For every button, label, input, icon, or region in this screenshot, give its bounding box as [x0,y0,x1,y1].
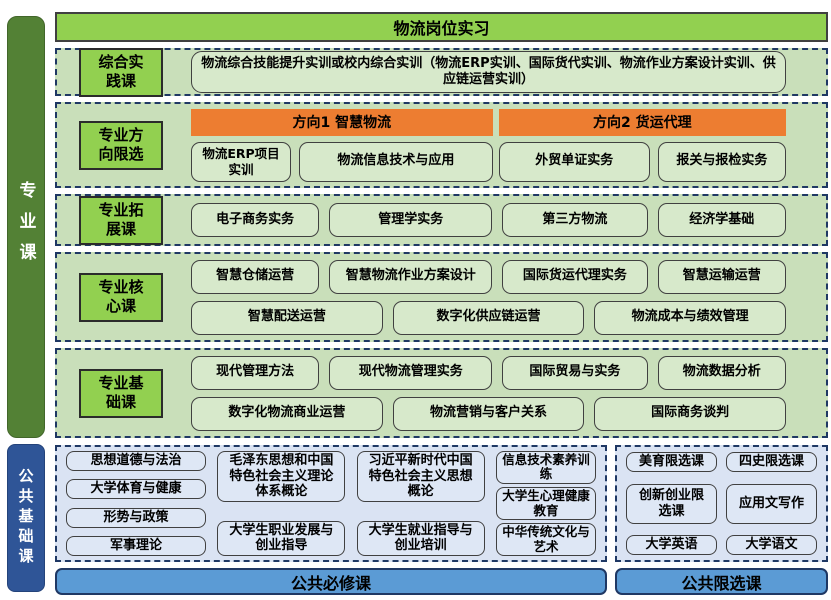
diagram-main-column: 物流岗位实习 综合实 践课 物流综合技能提升实训或校内综合实训（物流ERP实训、… [55,12,828,595]
foundation-content: 现代管理方法 现代物流管理实务 国际贸易与实务 物流数据分析 数字化物流商业运营… [191,355,787,431]
core-content: 智慧仓储运营 智慧物流作业方案设计 国际货运代理实务 智慧运输运营 智慧配送运营… [191,259,787,335]
course-box: 军事理论 [66,536,206,556]
course-box: 中华传统文化与艺术 [495,523,596,556]
sidebar-professional-courses: 专业课 [7,16,45,438]
course-box: 经济学基础 [657,203,786,237]
section-expansion: 专业拓 展课 电子商务实务 管理学实务 第三方物流 经济学基础 [55,194,828,246]
course-box: 美育限选课 [626,452,717,472]
foundation-row-2: 数字化物流商业运营 物流营销与客户关系 国际商务谈判 [191,396,787,431]
section-core: 专业核 心课 智慧仓储运营 智慧物流作业方案设计 国际货运代理实务 智慧运输运营… [55,252,828,342]
course-box: 第三方物流 [502,203,648,237]
label-line: 专业基 [98,373,144,392]
direction1-header: 方向1 智慧物流 [191,108,493,136]
course-box: 物流信息技术与应用 [299,141,493,182]
public-required-col3: 习近平新时代中国特色社会主义思想概论 大学生就业指导与创业培训 [356,451,485,556]
course-box: 数字化供应链运营 [392,300,585,335]
foundation-rows: 现代管理方法 现代物流管理实务 国际贸易与实务 物流数据分析 数字化物流商业运营… [191,355,787,431]
label-line: 专业拓 [98,200,144,219]
expansion-courses: 电子商务实务 管理学实务 第三方物流 经济学基础 [191,203,786,237]
label-line: 向限选 [98,145,144,163]
course-box: 四史限选课 [726,452,817,472]
core-row-1: 智慧仓储运营 智慧物流作业方案设计 国际货运代理实务 智慧运输运营 [191,259,786,294]
label-line: 专业核 [98,277,144,296]
course-box: 大学语文 [726,535,817,555]
public-required-bar: 公共必修课 [55,568,607,595]
direction-group-freight-agency: 方向2 货运代理 外贸单证实务 报关与报检实务 [498,108,786,182]
course-box: 信息技术素养训练 [495,451,596,484]
course-box: 物流ERP项目实训 [191,141,291,182]
label-line: 础课 [105,393,136,411]
section-comprehensive-practice: 综合实 践课 物流综合技能提升实训或校内综合实训（物流ERP实训、国际货代实训、… [55,47,828,97]
section-label-expansion: 专业拓 展课 [79,195,163,245]
direction2-courses: 外贸单证实务 报关与报检实务 [498,141,786,182]
public-required-col1: 思想道德与法治 大学体育与健康 形势与政策 军事理论 [66,451,206,556]
label-line: 展课 [105,220,136,238]
core-rows: 智慧仓储运营 智慧物流作业方案设计 国际货运代理实务 智慧运输运营 智慧配送运营… [191,259,787,335]
section-label-direction-elective: 专业方 向限选 [79,120,163,170]
course-box: 应用文写作 [726,483,817,524]
course-box: 报关与报检实务 [657,141,786,182]
public-elective-panel: 美育限选课 四史限选课 创新创业限选课 应用文写作 大学英语 大学语文 [615,445,828,562]
section-direction-elective: 专业方 向限选 方向1 智慧物流 物流ERP项目实训 物流信息技术与应用 方向2… [55,102,828,188]
course-box: 国际商务谈判 [594,396,787,431]
sidebar-public-basic-courses: 公共基础课 [7,444,45,592]
course-box: 创新创业限选课 [626,483,717,524]
course-box: 智慧仓储运营 [191,259,320,294]
course-box: 智慧运输运营 [657,259,786,294]
section-foundation: 专业基 础课 现代管理方法 现代物流管理实务 国际贸易与实务 物流数据分析 数字… [55,348,828,438]
public-required-col2: 毛泽东思想和中国特色社会主义理论体系概论 大学生职业发展与创业指导 [217,451,346,556]
direction2-header: 方向2 货运代理 [498,108,786,136]
course-box: 国际贸易与实务 [502,355,648,390]
course-box: 习近平新时代中国特色社会主义思想概论 [356,451,485,502]
course-box: 物流数据分析 [657,355,786,390]
public-course-bars: 公共必修课 公共限选课 [55,568,828,595]
foundation-row-1: 现代管理方法 现代物流管理实务 国际贸易与实务 物流数据分析 [191,355,786,390]
public-required-col4: 信息技术素养训练 大学生心理健康教育 中华传统文化与艺术 [495,451,596,556]
direction-group-smart-logistics: 方向1 智慧物流 物流ERP项目实训 物流信息技术与应用 [191,108,493,182]
sidebar-professional-label: 专业课 [15,180,36,274]
direction1-courses: 物流ERP项目实训 物流信息技术与应用 [191,141,493,182]
course-box: 大学英语 [626,535,717,555]
course-box: 物流成本与绩效管理 [594,300,787,335]
label-line: 践课 [105,72,136,90]
course-box: 外贸单证实务 [498,141,650,182]
course-box: 管理学实务 [329,203,493,237]
course-box: 大学生就业指导与创业培训 [356,520,485,556]
sidebar-public-basic-label: 公共基础课 [16,468,35,568]
direction-content: 方向1 智慧物流 物流ERP项目实训 物流信息技术与应用 方向2 货运代理 外贸… [191,108,786,182]
course-box: 电子商务实务 [191,203,320,237]
label-line: 综合实 [98,52,144,71]
course-box: 物流综合技能提升实训或校内综合实训（物流ERP实训、国际货代实训、物流作业方案设… [191,51,786,93]
expansion-content: 电子商务实务 管理学实务 第三方物流 经济学基础 [191,203,786,237]
label-line: 专业方 [98,125,144,144]
public-required-panel: 思想道德与法治 大学体育与健康 形势与政策 军事理论 毛泽东思想和中国特色社会主… [55,445,607,562]
course-box: 大学生心理健康教育 [495,487,596,520]
course-box: 现代物流管理实务 [329,355,493,390]
course-box: 智慧配送运营 [191,300,383,335]
course-box: 思想道德与法治 [66,451,206,471]
course-box: 国际货运代理实务 [502,259,648,294]
direction-row: 方向1 智慧物流 物流ERP项目实训 物流信息技术与应用 方向2 货运代理 外贸… [191,108,786,182]
course-box: 现代管理方法 [191,355,320,390]
course-box: 毛泽东思想和中国特色社会主义理论体系概论 [217,451,346,502]
practice-content: 物流综合技能提升实训或校内综合实训（物流ERP实训、国际货代实训、物流作业方案设… [191,51,786,93]
section-label-foundation: 专业基 础课 [79,368,163,418]
section-label-comprehensive-practice: 综合实 践课 [79,47,163,97]
public-elective-bar: 公共限选课 [615,568,828,595]
course-box: 智慧物流作业方案设计 [329,259,493,294]
course-box: 数字化物流商业运营 [191,396,383,431]
section-label-core: 专业核 心课 [79,272,163,322]
internship-title-bar: 物流岗位实习 [55,12,828,42]
course-box: 物流营销与客户关系 [392,396,585,431]
public-courses-panels: 思想道德与法治 大学体育与健康 形势与政策 军事理论 毛泽东思想和中国特色社会主… [55,445,828,562]
course-box: 形势与政策 [66,507,206,528]
label-line: 心课 [105,297,136,315]
course-box: 大学体育与健康 [66,479,206,500]
course-box: 大学生职业发展与创业指导 [217,520,346,556]
core-row-2: 智慧配送运营 数字化供应链运营 物流成本与绩效管理 [191,300,787,335]
